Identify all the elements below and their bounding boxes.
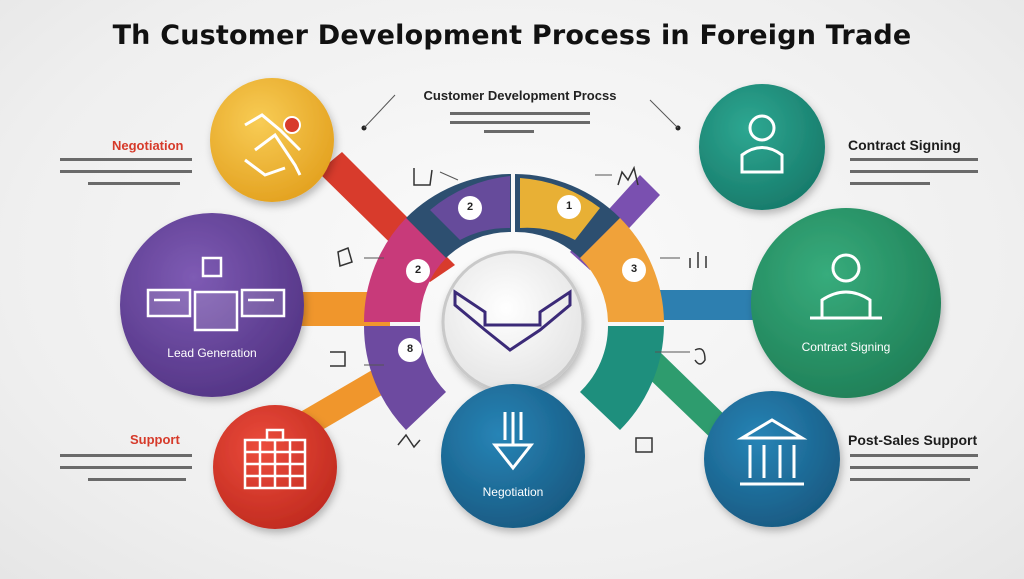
center-hub [441, 250, 585, 394]
step-number-e: 8 [406, 343, 414, 355]
label-negotiation-top: Negotiation [112, 138, 184, 153]
small-chart-icons [330, 165, 707, 453]
person-icon [740, 114, 784, 174]
negotiation-circle-bottom [441, 384, 585, 528]
step-bubbles [398, 195, 646, 362]
page-title: Th Customer Development Process in Forei… [112, 20, 912, 51]
post-sales-support-circle [704, 391, 840, 527]
description-lines [60, 112, 978, 481]
dashboard-icon [146, 256, 286, 332]
label-contract-signing-top: Contract Signing [848, 137, 961, 153]
lead-generation-circle [120, 213, 304, 397]
pointer-dots [361, 125, 681, 131]
label-support: Support [130, 432, 180, 447]
step-number-a: 2 [466, 201, 474, 213]
handshake-icon [244, 113, 302, 177]
bank-icon [736, 418, 808, 486]
pointer-lines [363, 94, 690, 366]
chevron-logo-icon [453, 289, 572, 352]
lead-generation-label: Lead Generation [167, 346, 257, 360]
building-icon [243, 428, 307, 490]
diagram-subtitle: Customer Development Procss [423, 88, 617, 103]
contract-signing-inner-label: Contract Signing [801, 340, 891, 354]
negotiation-circle [210, 78, 334, 202]
person-at-desk-icon [810, 253, 882, 320]
step-number-b: 1 [565, 200, 573, 212]
negotiation-inner-label: Negotiation [482, 485, 544, 499]
step-number-d: 3 [630, 263, 638, 275]
step-number-c: 2 [414, 264, 422, 276]
contract-signing-circle [751, 208, 941, 398]
label-post-sales-support: Post-Sales Support [848, 432, 978, 448]
download-arrow-icon [491, 412, 535, 471]
